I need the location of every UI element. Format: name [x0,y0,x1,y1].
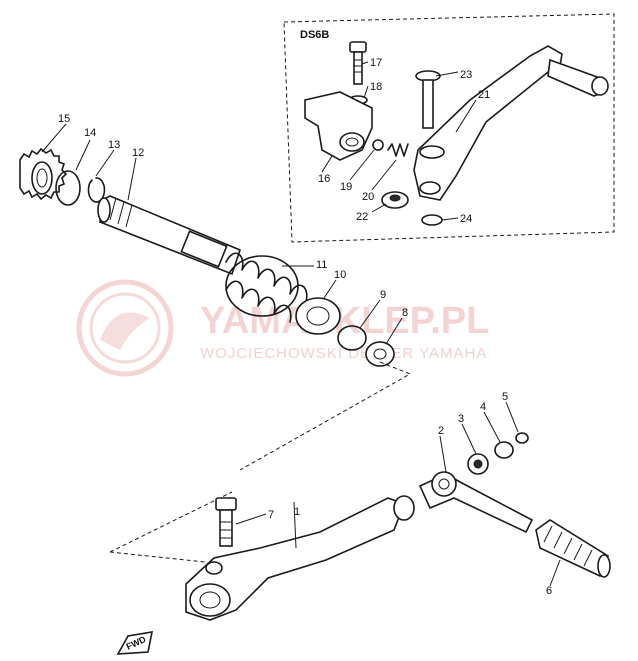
callout-17: 17 [370,57,382,69]
callout-3: 3 [458,413,464,425]
callout-13: 13 [108,139,120,151]
part-3-bush [467,453,489,475]
watermark: YAMASKLEP.PL WOJCIECHOWSKI DEALER YAMAHA [76,279,489,377]
part-14-ring [55,170,81,206]
reference-line-left [109,491,233,553]
callout-5: 5 [502,391,508,403]
callout-9: 9 [380,289,386,301]
watermark-logo-icon [76,279,174,377]
callout-23: 23 [460,69,472,81]
part-22-bush [381,191,409,209]
part-8-washer [365,341,395,367]
callout-1: 1 [294,506,300,518]
fwd-direction-marker: FWD [116,631,154,655]
part-9-washer [337,325,367,351]
part-11-torsion-spring [225,252,308,323]
watermark-logo-mark [100,312,150,350]
callout-20: 20 [362,191,374,203]
callout-18: 18 [370,81,382,93]
callout-11: 11 [316,259,327,271]
callout-7: 7 [268,509,274,521]
part-16-bracket [304,91,373,161]
callout-21: 21 [478,89,490,101]
inset-border [283,13,615,243]
callout-labels: 1 2 3 4 5 6 7 8 9 10 11 12 13 14 15 16 1… [58,57,552,597]
reference-line-right [239,361,412,471]
callout-19: 19 [340,181,352,193]
part-12-kick-shaft [97,195,241,276]
callout-8: 8 [402,307,408,319]
callout-10: 10 [334,269,346,281]
part-4-washer [494,441,514,459]
watermark-subtitle: WOJCIECHOWSKI DEALER YAMAHA [200,345,487,362]
part-17-bolt [349,41,367,85]
inset-ds6b: DS6B [283,13,615,243]
callout-14: 14 [84,127,96,139]
reference-line-lower [109,551,206,563]
callout-2: 2 [438,425,444,437]
part-19-ball [372,139,384,151]
callout-4: 4 [480,401,486,413]
callout-24: 24 [460,213,472,225]
leader-lines [41,61,561,587]
watermark-logo-inner [89,292,161,364]
callout-16: 16 [318,173,330,185]
part-2-pedal [418,471,534,534]
inset-label: DS6B [300,29,329,41]
part-23-pin [415,70,441,129]
part-6-rubber-grip [535,519,611,578]
part-24-circlip [421,214,443,226]
part-5-clip [515,432,529,444]
watermark-title: YAMASKLEP.PL [200,300,489,342]
callout-15: 15 [58,113,70,125]
callout-6: 6 [546,585,552,597]
part-15-gear [19,147,68,201]
part-20-spring [387,143,409,157]
part-1-kick-crank [185,495,415,621]
part-10-guide [295,297,341,335]
callout-12: 12 [132,147,144,159]
part-21-kick-arm [413,45,609,201]
part-7-bolt [215,497,237,547]
callout-22: 22 [356,211,368,223]
